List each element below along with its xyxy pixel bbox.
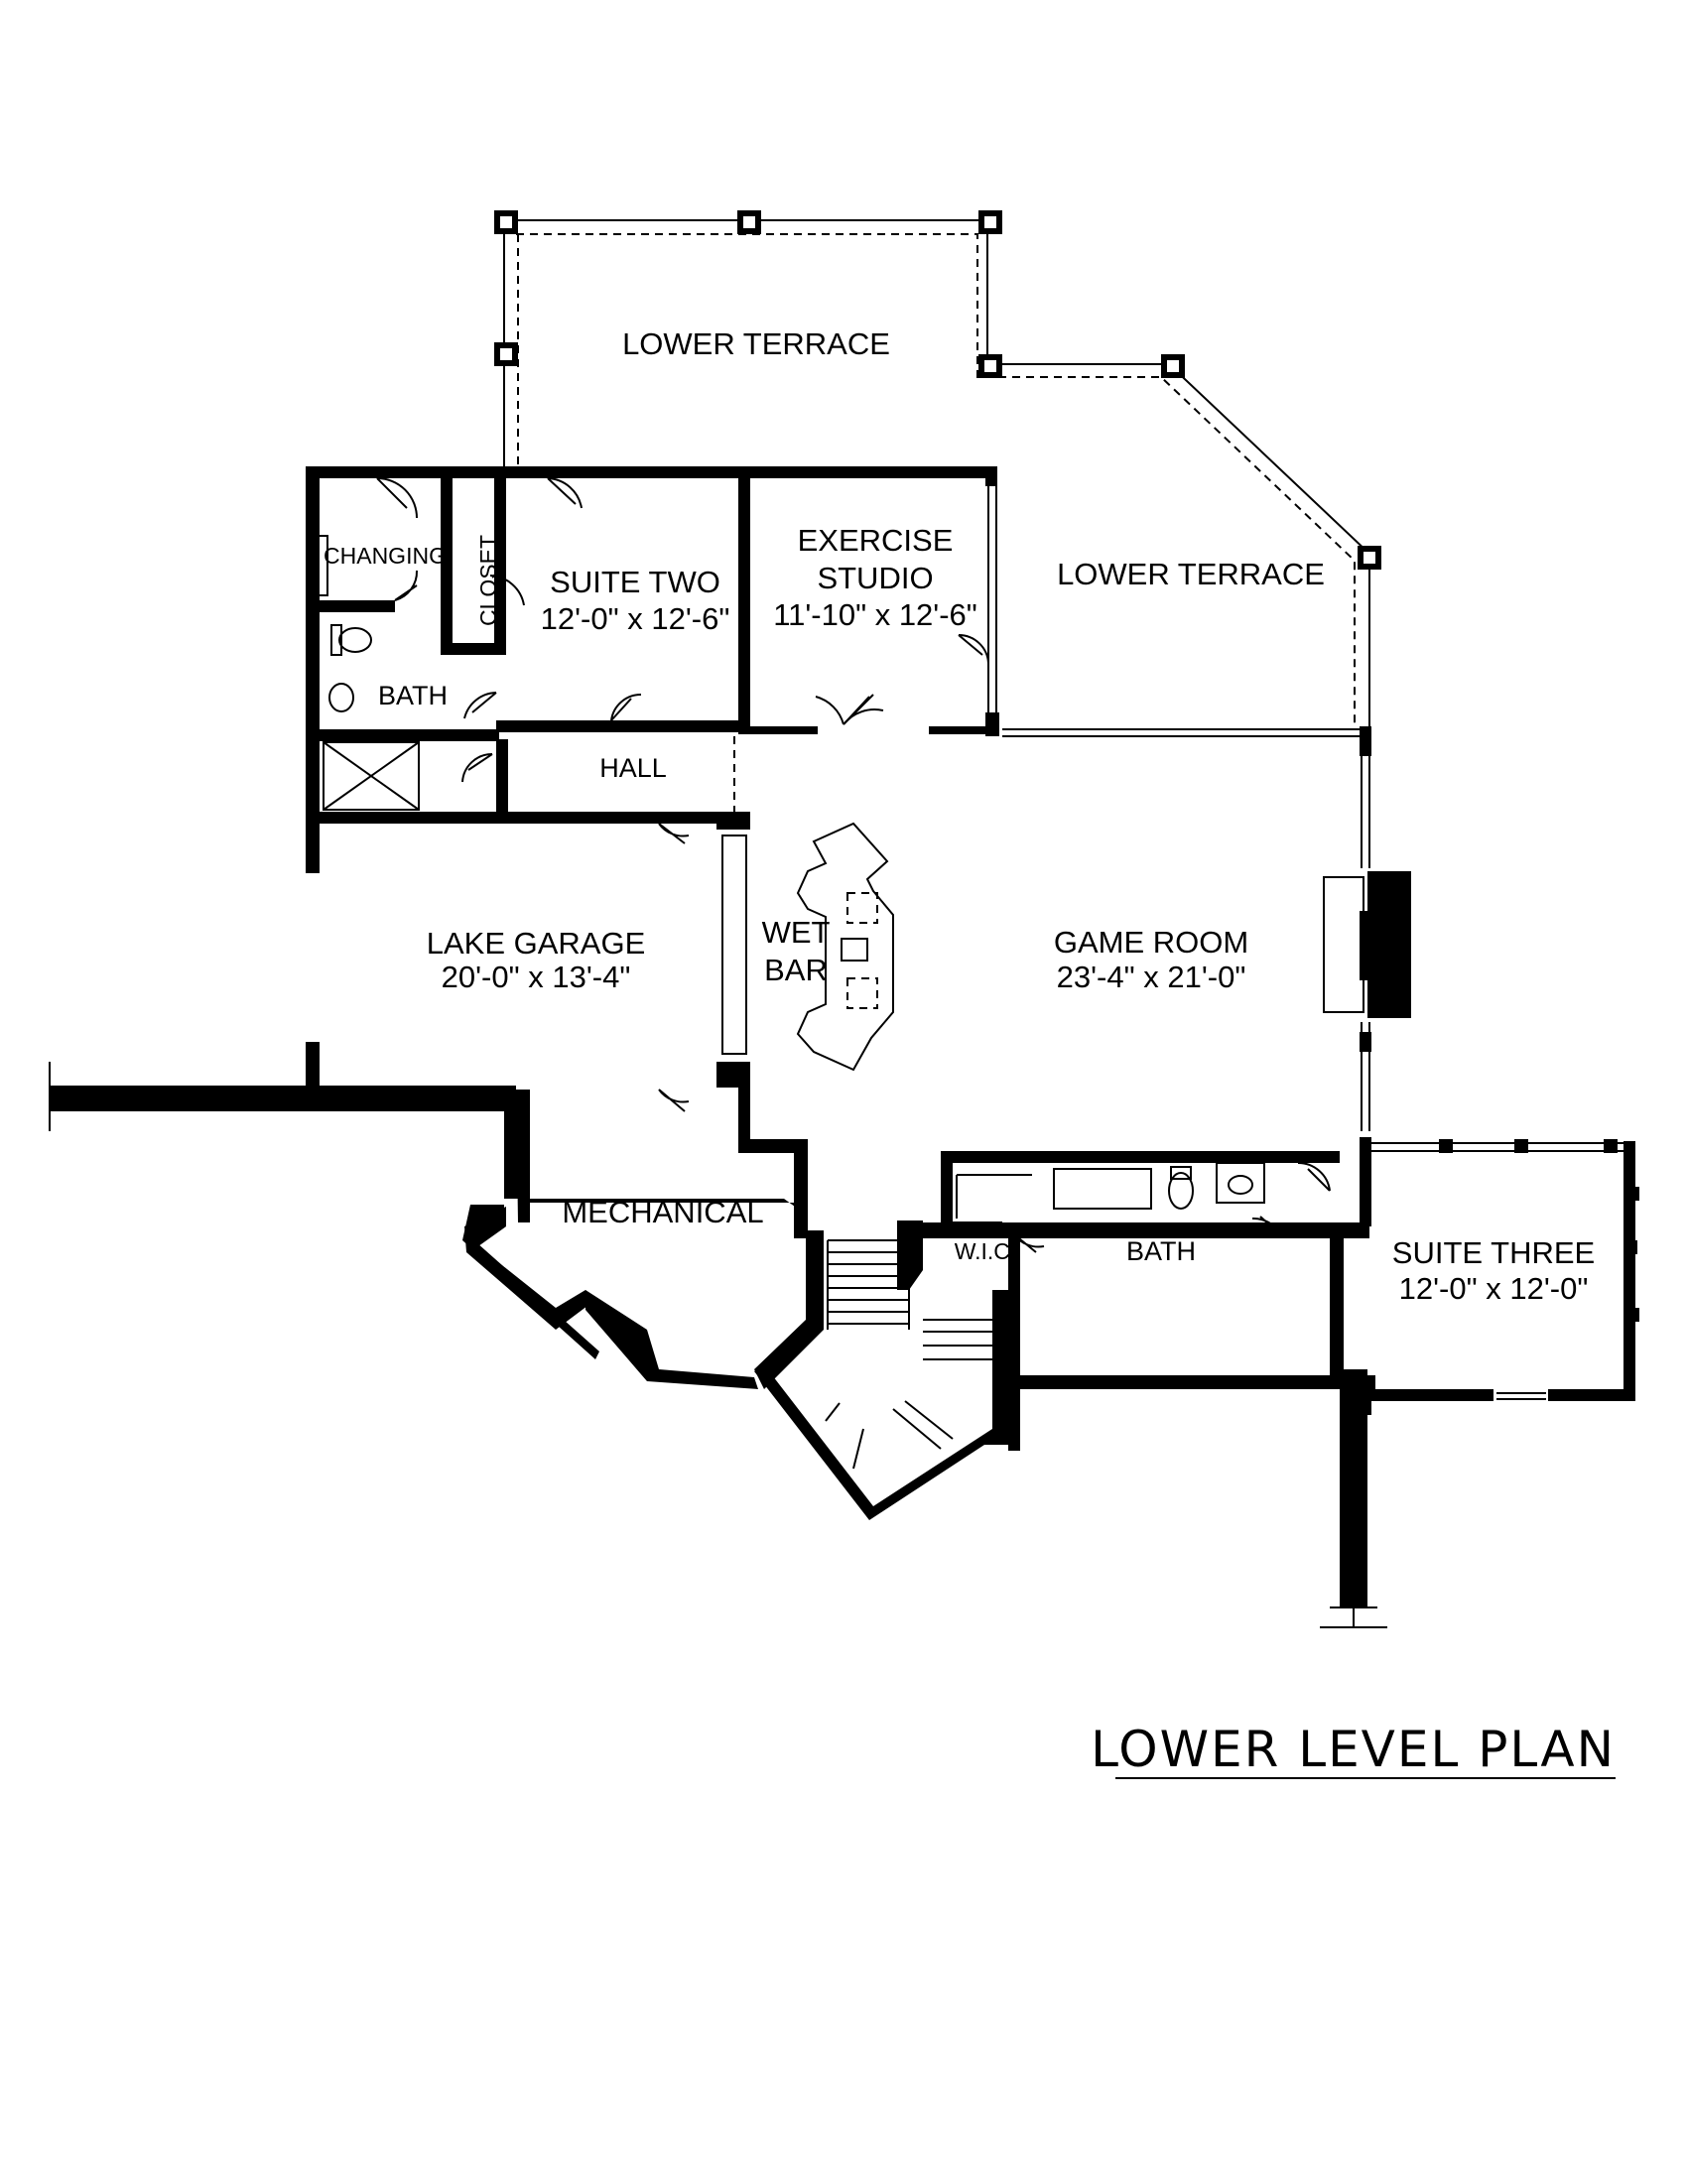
suite-two-size: 12'-0" x 12'-6" (541, 601, 730, 636)
wet-bar-label-1: WET (762, 915, 831, 950)
stairs (825, 1239, 992, 1470)
suite-three-label: SUITE THREE (1392, 1235, 1595, 1270)
closet-label: CLOSET (475, 535, 501, 626)
bath-left-label: BATH (378, 681, 448, 710)
terrace-posts (494, 210, 1381, 570)
interior-details (309, 469, 1639, 1628)
exterior-walls (49, 466, 1635, 1627)
mechanical-label: MECHANICAL (562, 1195, 763, 1229)
suite-two-label: SUITE TWO (550, 565, 720, 599)
bath-right-label: BATH (1126, 1236, 1196, 1266)
exercise-studio-size: 11'-10" x 12'-6" (773, 597, 977, 632)
hall-label: HALL (599, 753, 667, 783)
lake-garage-size: 20'-0" x 13'-4" (442, 960, 631, 994)
game-room-size: 23'-4" x 21'-0" (1057, 960, 1246, 994)
exercise-studio-label-2: STUDIO (817, 561, 933, 595)
lake-garage-label: LAKE GARAGE (427, 926, 646, 961)
wic-label: W.I.C. (955, 1238, 1017, 1264)
game-room-label: GAME ROOM (1054, 925, 1248, 960)
room-labels: LOWER TERRACE LOWER TERRACE CHANGING CLO… (324, 326, 1595, 1306)
wet-bar-label-2: BAR (764, 953, 828, 987)
lower-terrace-top-label: LOWER TERRACE (622, 326, 890, 361)
door-swings (376, 477, 1331, 1253)
lower-terrace-right-label: LOWER TERRACE (1057, 557, 1325, 591)
plan-title-block: LOWER LEVEL PLAN (1091, 1721, 1616, 1779)
plan-title: LOWER LEVEL PLAN (1091, 1721, 1616, 1778)
changing-label: CHANGING (324, 543, 447, 569)
suite-three-size: 12'-0" x 12'-0" (1399, 1271, 1589, 1306)
exercise-studio-label-1: EXERCISE (798, 523, 954, 558)
